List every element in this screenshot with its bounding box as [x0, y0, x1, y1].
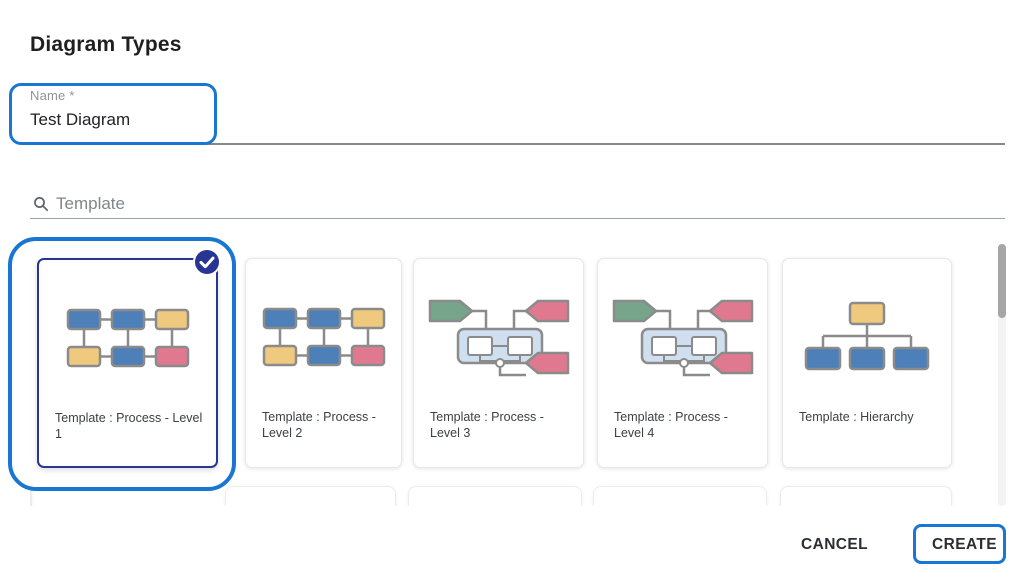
process-grid-icon — [262, 307, 385, 367]
dialog-title: Diagram Types — [30, 33, 182, 56]
template-thumbnail — [246, 281, 401, 393]
template-card[interactable]: Template : Process - Level 4 — [597, 258, 768, 468]
template-card[interactable]: Template : Process - Level 2 — [245, 258, 402, 468]
name-field-value[interactable]: Test Diagram — [30, 110, 131, 129]
check-icon — [199, 256, 215, 269]
template-card[interactable]: Template : Process - Level 3 — [413, 258, 584, 468]
template-thumbnail — [783, 281, 951, 393]
process-flow-icon — [428, 299, 569, 377]
scrollbar-track[interactable] — [998, 244, 1006, 506]
template-card-label: Template : Process - Level 4 — [614, 410, 728, 441]
template-search-input[interactable]: Template — [30, 192, 1005, 218]
template-card-partial[interactable] — [225, 486, 396, 506]
template-thumbnail — [414, 281, 583, 393]
hierarchy-icon — [804, 301, 930, 371]
scrollbar-thumb[interactable] — [998, 244, 1006, 318]
name-field[interactable]: Name * Test Diagram — [30, 88, 990, 130]
process-flow-icon — [612, 299, 753, 377]
selected-check-badge — [193, 248, 221, 276]
cancel-button[interactable]: CANCEL — [793, 530, 876, 560]
template-card-label: Template : Hierarchy — [799, 410, 914, 424]
template-card-label: Template : Process - Level 3 — [430, 410, 544, 441]
create-button[interactable]: CREATE — [924, 530, 1005, 560]
template-card[interactable]: Template : Process - Level 1 — [37, 248, 221, 468]
search-icon — [34, 197, 49, 212]
template-list: Template : Process - Level 1 Template : … — [30, 240, 975, 506]
template-card-partial[interactable] — [408, 486, 582, 506]
search-placeholder: Template — [56, 194, 125, 213]
process-grid-icon — [66, 308, 189, 368]
template-card-label: Template : Process - Level 2 — [262, 410, 376, 441]
template-card-partial[interactable] — [593, 486, 767, 506]
template-card[interactable]: Template : Hierarchy — [782, 258, 952, 468]
name-field-label: Name * — [30, 88, 75, 103]
dialog-actions: CANCEL CREATE — [793, 530, 1005, 560]
template-thumbnail — [598, 281, 767, 393]
name-field-underline — [30, 143, 1005, 145]
template-card-partial[interactable] — [30, 486, 32, 506]
template-card-partial[interactable] — [780, 486, 952, 506]
template-card-label: Template : Process - Level 1 — [55, 411, 203, 442]
search-underline — [30, 218, 1005, 219]
template-thumbnail — [39, 282, 216, 394]
